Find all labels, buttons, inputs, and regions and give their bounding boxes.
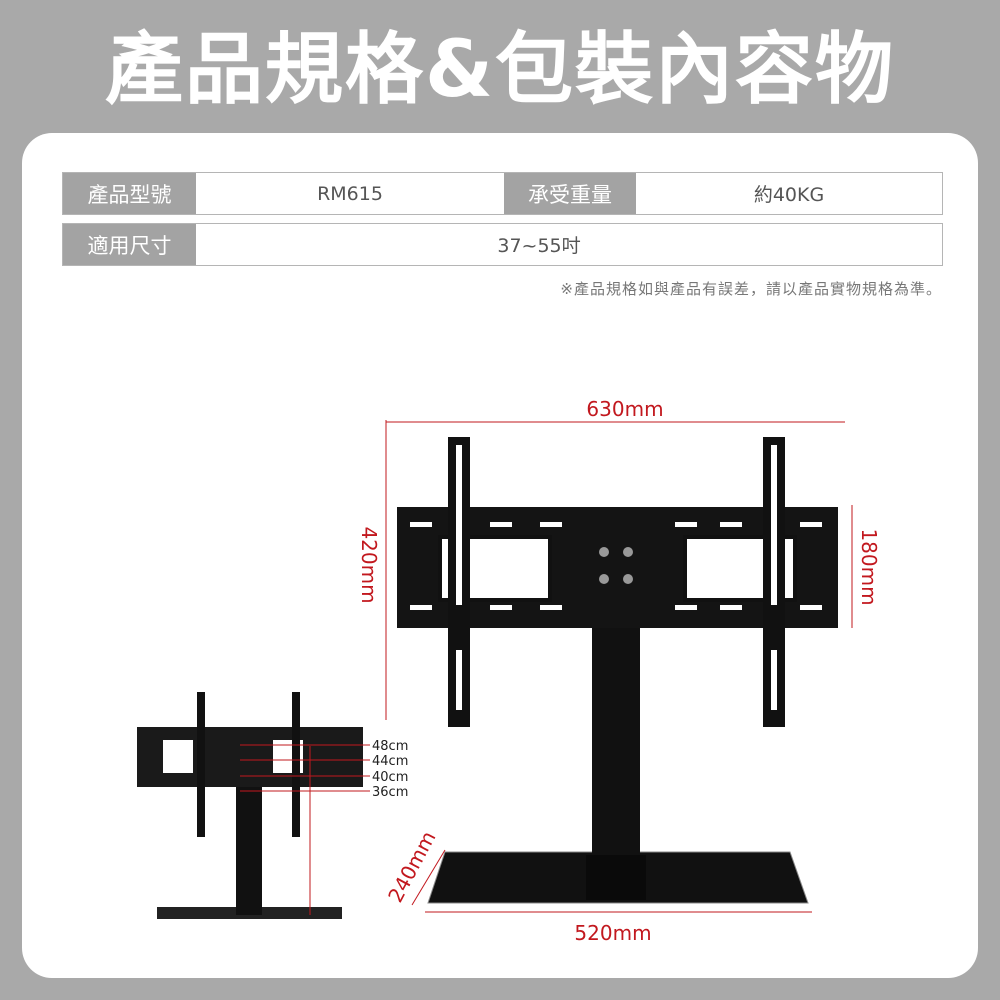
height-option: 44cm	[372, 754, 408, 769]
model-value: RM615	[317, 182, 383, 205]
spec-note: ※產品規格如與產品有誤差，請以產品實物規格為準。	[560, 280, 942, 298]
spec-row-size: 適用尺寸 37~55吋	[62, 223, 943, 266]
base-width-dimension: 520mm	[574, 921, 651, 945]
width-dimension: 630mm	[586, 397, 663, 421]
plate-height-dimension: 180mm	[857, 528, 881, 605]
size-label: 適用尺寸	[63, 224, 196, 265]
load-label: 承受重量	[504, 173, 636, 214]
load-value: 約40KG	[753, 184, 825, 206]
height-options-illustration	[137, 692, 370, 919]
main-stand-illustration	[397, 437, 838, 904]
spec-row-model-load: 產品型號 RM615 承受重量 約40KG	[62, 172, 943, 215]
height-option: 48cm	[372, 739, 408, 754]
model-label: 產品型號	[63, 173, 196, 214]
size-value: 37~55吋	[497, 235, 581, 257]
height-option: 40cm	[372, 770, 408, 785]
page-title: 產品規格&包裝內容物	[104, 25, 896, 115]
height-dimension: 420mm	[357, 526, 381, 603]
height-option: 36cm	[372, 785, 408, 800]
